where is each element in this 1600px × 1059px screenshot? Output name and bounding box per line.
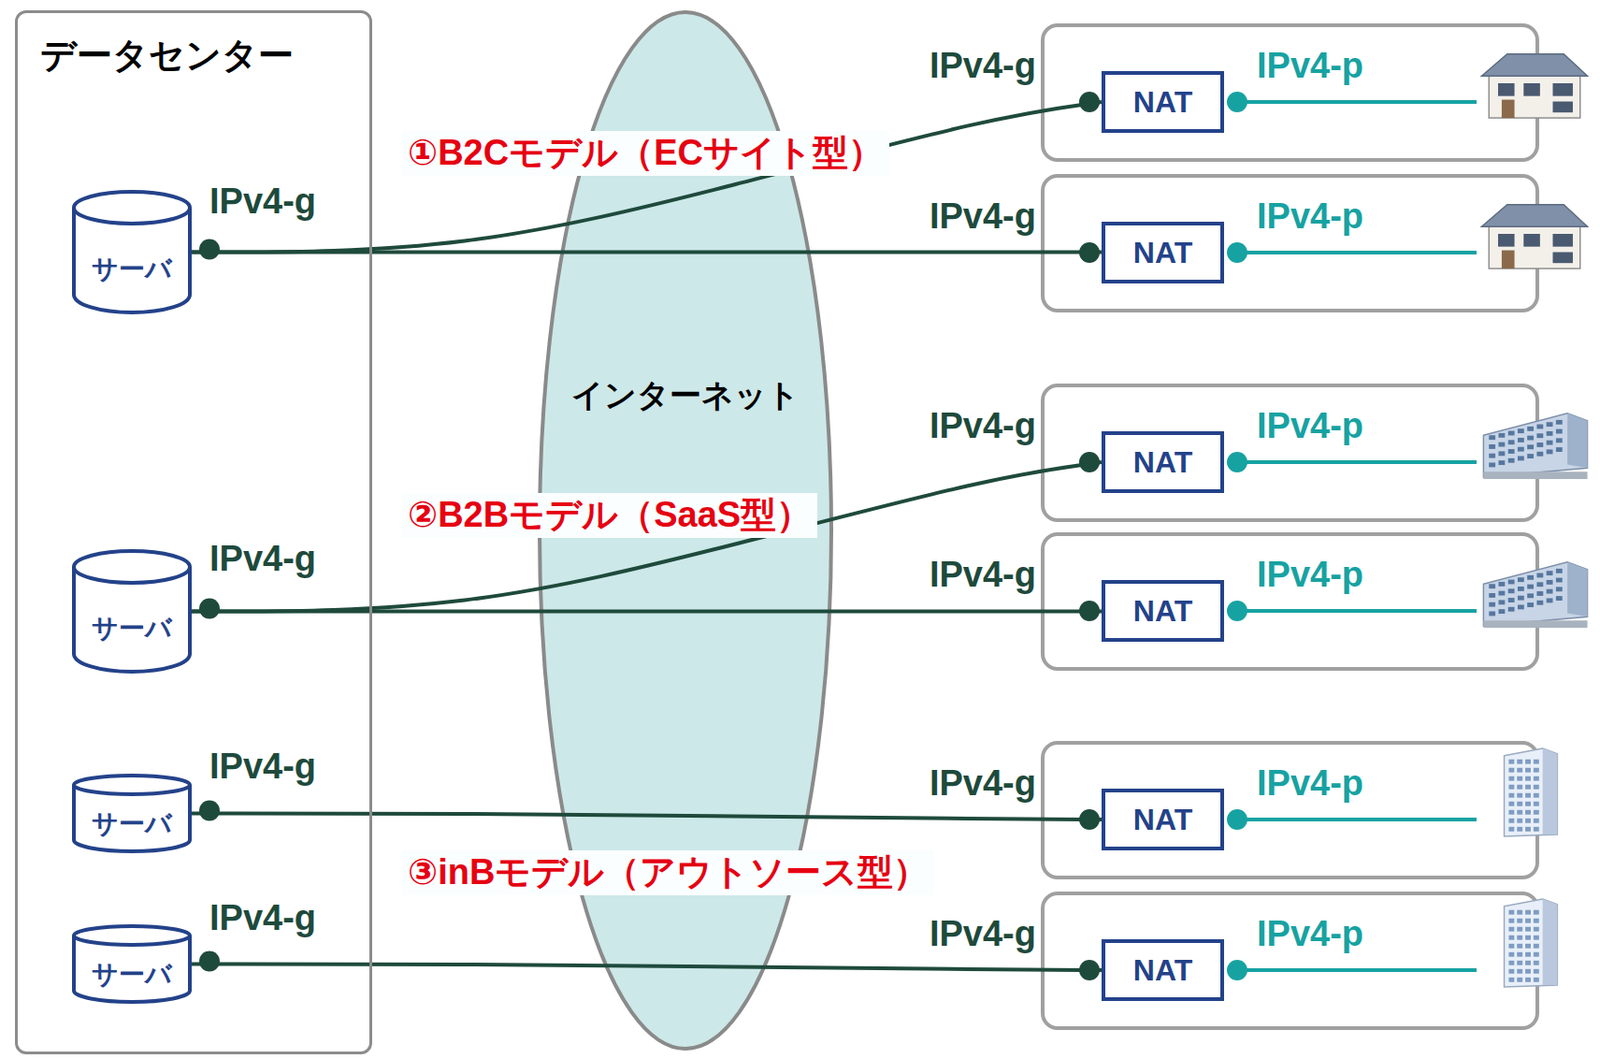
node-label: NAT	[1133, 802, 1193, 837]
site-box	[1042, 893, 1538, 1028]
nat-box: NAT	[1101, 579, 1225, 642]
port-dot	[1079, 600, 1100, 621]
site-box	[1042, 742, 1538, 878]
address-label: IPv4-g	[929, 913, 1037, 955]
port-dot	[1079, 959, 1100, 981]
model-label: ①B2Cモデル（ECサイト型）	[402, 130, 890, 176]
site-boxes	[1042, 25, 1538, 1028]
port-dot	[1079, 451, 1100, 473]
port-dot	[199, 598, 220, 620]
datacenter-frame: データセンターサーバサーバサーバサーバ	[14, 10, 373, 1054]
frame-title: データセンター	[40, 35, 294, 77]
port-dot	[1226, 242, 1248, 263]
tower-icon	[1504, 748, 1558, 837]
server-cylinder: サーバ	[72, 189, 192, 315]
site-box	[1042, 385, 1538, 520]
cylinder-top	[73, 925, 190, 945]
model-label: ②B2Bモデル（SaaS型）	[402, 492, 818, 538]
port-dot	[1226, 451, 1248, 473]
building-icons	[1481, 54, 1587, 987]
cylinder-top	[73, 550, 190, 583]
address-label: IPv4-p	[1256, 196, 1364, 238]
port-dot	[199, 239, 220, 260]
cylinder-top	[73, 191, 190, 224]
private-line	[1237, 967, 1477, 972]
address-label: IPv4-p	[1256, 405, 1364, 447]
port-dot	[199, 951, 220, 972]
private-line	[1237, 100, 1477, 104]
node-label: NAT	[1133, 593, 1193, 629]
node-label: サーバ	[91, 959, 173, 990]
model-label: ③inBモデル（アウトソース型）	[402, 850, 935, 895]
nat-box: NAT	[1101, 938, 1225, 1001]
cylinder-top	[73, 775, 190, 794]
private-lines	[1237, 101, 1477, 970]
port-dot	[1079, 808, 1100, 830]
address-label: IPv4-p	[1256, 763, 1364, 805]
site-box	[1042, 175, 1538, 311]
address-label: IPv4-g	[209, 181, 317, 223]
cylinder-outline	[72, 548, 192, 674]
private-line	[1237, 460, 1477, 464]
address-label: IPv4-g	[929, 196, 1037, 238]
address-label: IPv4-g	[209, 897, 317, 939]
house-icon	[1481, 204, 1587, 269]
tower-icon	[1504, 898, 1558, 987]
node-label: NAT	[1133, 952, 1193, 988]
nat-box: NAT	[1101, 221, 1225, 284]
node-label: サーバ	[91, 808, 173, 839]
node-label: サーバ	[91, 254, 173, 285]
address-label: IPv4-p	[1256, 45, 1364, 87]
port-dot	[1226, 959, 1248, 981]
private-dots	[1226, 91, 1248, 981]
node-label: インターネット	[537, 376, 834, 415]
office-icon	[1483, 413, 1587, 479]
port-dot	[1079, 91, 1100, 113]
office-icon	[1483, 562, 1587, 628]
node-label: サーバ	[91, 613, 173, 644]
address-label: IPv4-g	[929, 45, 1037, 87]
address-label: IPv4-g	[209, 538, 317, 580]
address-label: IPv4-p	[1256, 554, 1364, 596]
private-line	[1237, 817, 1477, 822]
site-box	[1042, 533, 1538, 669]
private-line	[1237, 608, 1477, 613]
address-label: IPv4-g	[209, 746, 317, 788]
port-dot	[1226, 91, 1248, 113]
cylinder-outline	[72, 189, 192, 315]
address-label: IPv4-g	[929, 405, 1037, 447]
site-box	[1042, 25, 1538, 160]
server-cylinder: サーバ	[72, 773, 192, 853]
nat-box: NAT	[1101, 788, 1225, 851]
port-dot	[199, 800, 220, 822]
port-dot	[1079, 242, 1100, 263]
address-label: IPv4-p	[1256, 913, 1364, 955]
node-label: NAT	[1133, 85, 1193, 120]
address-label: IPv4-g	[929, 763, 1037, 805]
nat-box: NAT	[1101, 71, 1225, 133]
server-cylinder: サーバ	[72, 923, 192, 1004]
node-label: NAT	[1133, 445, 1193, 480]
private-line	[1237, 250, 1477, 255]
server-cylinder: サーバ	[72, 548, 192, 674]
nat-box: NAT	[1101, 431, 1225, 493]
address-label: IPv4-g	[929, 554, 1037, 596]
port-dot	[1226, 600, 1248, 621]
house-icon	[1481, 54, 1587, 118]
node-label: NAT	[1133, 235, 1193, 271]
port-dot	[1226, 808, 1248, 830]
